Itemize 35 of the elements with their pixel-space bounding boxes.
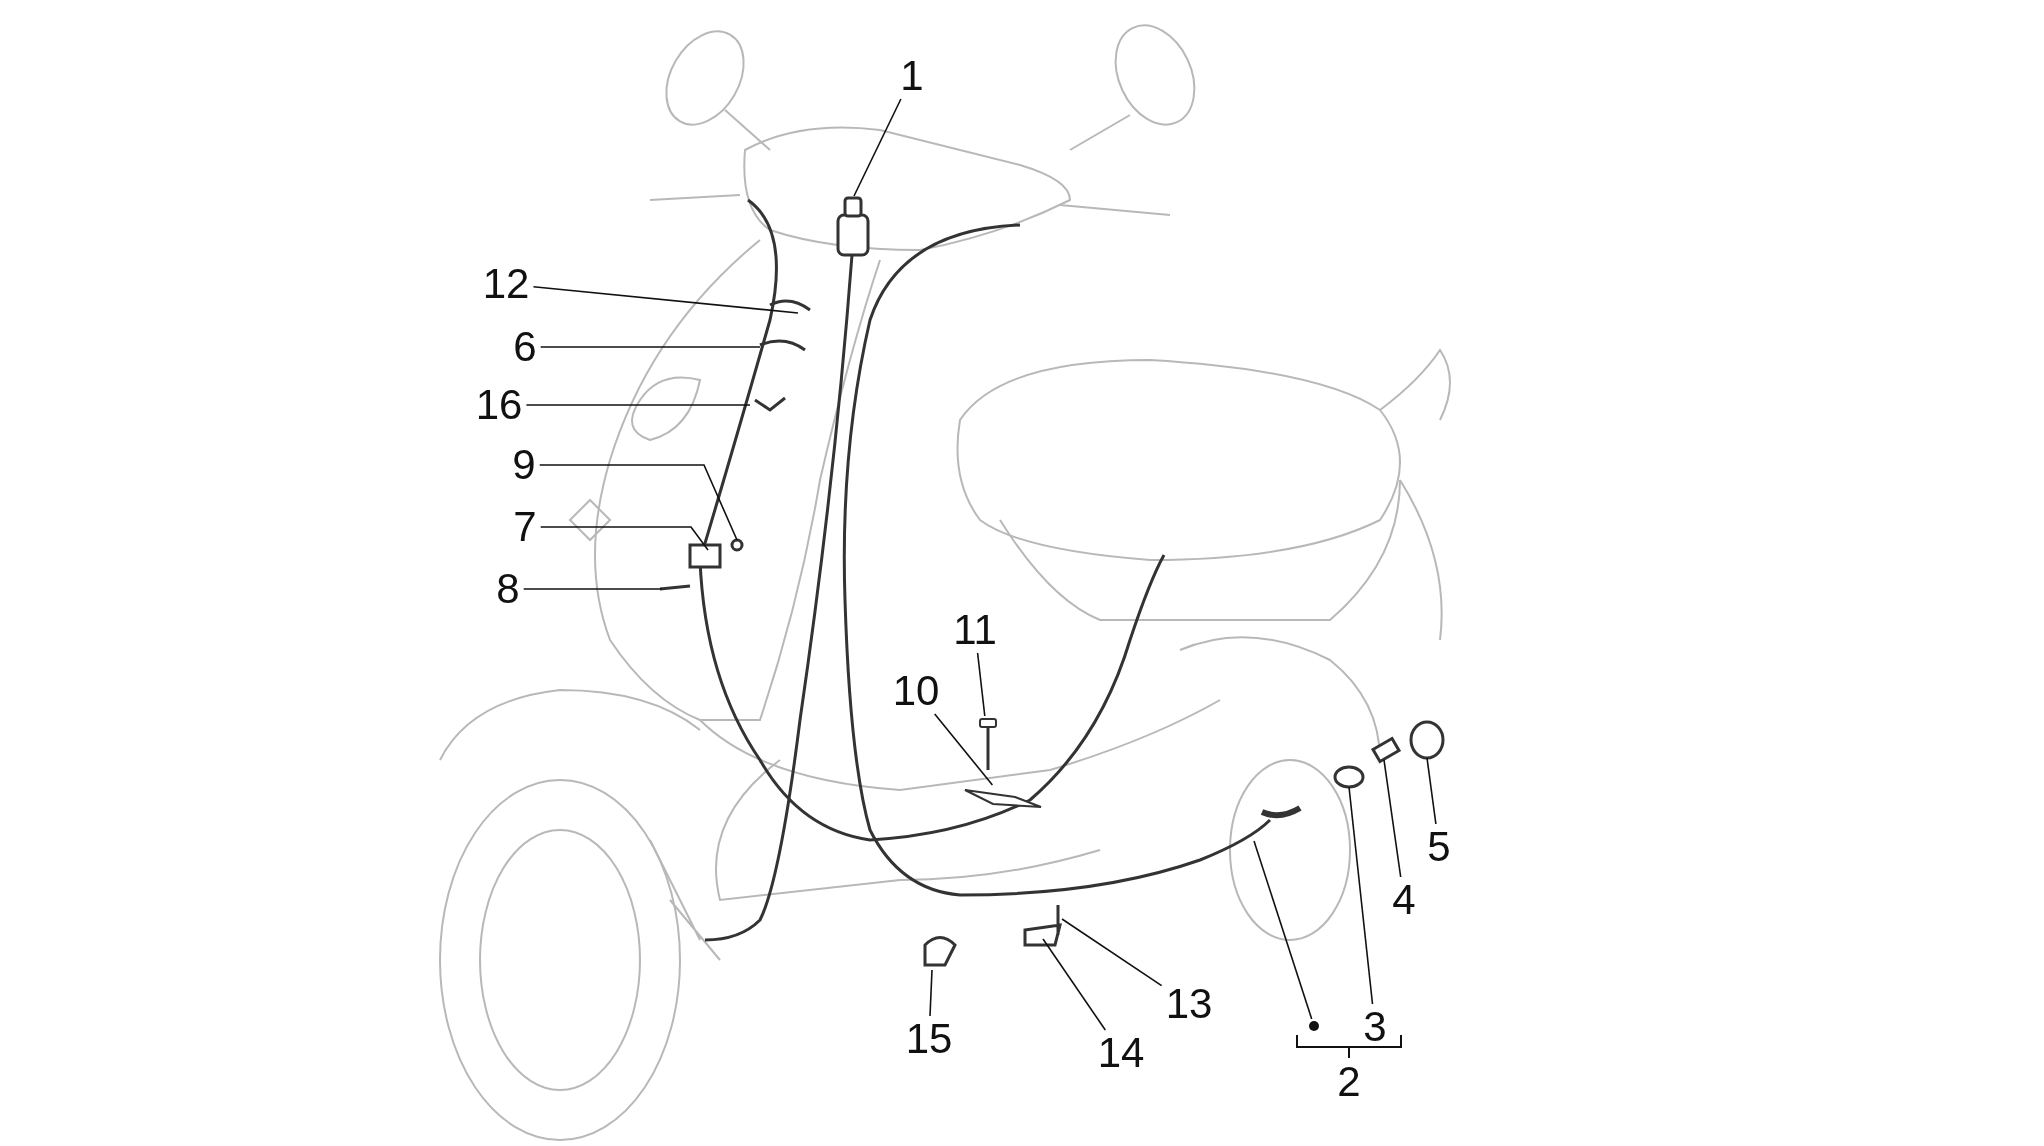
leader-line	[1426, 757, 1437, 825]
leader-line	[522, 588, 663, 590]
leader-line	[929, 969, 933, 1017]
leader-line	[933, 713, 994, 786]
callout-number: 5	[1427, 826, 1451, 868]
leader-line	[532, 285, 799, 314]
callout-number: 10	[892, 670, 940, 712]
leader-line	[539, 346, 761, 348]
leader-line	[1253, 840, 1313, 1020]
leader-line	[538, 464, 738, 541]
callout-number: 16	[475, 384, 523, 426]
dot-marker	[1309, 1021, 1319, 1031]
callout-number: 6	[513, 326, 537, 368]
callout-number: 14	[1097, 1032, 1145, 1074]
callout-number: 11	[953, 609, 997, 651]
leader-line	[1042, 938, 1107, 1031]
leader-line	[1348, 786, 1374, 1005]
callout-number: 12	[482, 263, 530, 305]
callout-number: 9	[512, 444, 536, 486]
callout-number: 15	[905, 1018, 953, 1060]
callout-number: 2	[1337, 1061, 1361, 1103]
leader-line	[976, 652, 986, 717]
leader-line	[539, 526, 709, 551]
leader-line	[1383, 759, 1402, 878]
leader-line	[525, 404, 751, 406]
callout-number: 1	[900, 55, 924, 97]
leader-line	[1061, 918, 1163, 987]
leader-line	[853, 98, 902, 197]
bracket-plate-icon	[963, 787, 1043, 809]
callout-number: 8	[496, 568, 520, 610]
screw-icon	[979, 718, 997, 770]
callout-number: 13	[1165, 983, 1213, 1025]
callout-number: 7	[513, 506, 537, 548]
callout-number: 3	[1363, 1006, 1387, 1048]
callout-number: 4	[1392, 879, 1416, 921]
